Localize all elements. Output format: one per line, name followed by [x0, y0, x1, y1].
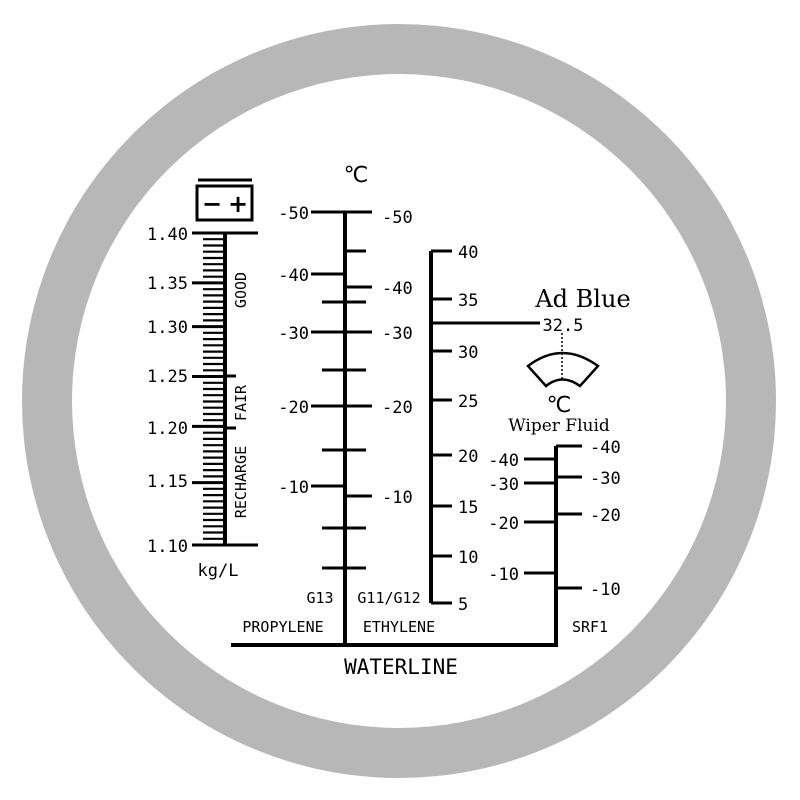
adblue-tick-label: 5: [458, 595, 468, 615]
battery-tick-label: 1.35: [147, 274, 188, 294]
battery-minor-ticks: [192, 238, 236, 540]
battery-tick-label: 1.20: [147, 419, 188, 439]
wiper-left-tick-label: -40: [488, 451, 519, 471]
g11-g12-tick-label: -30: [382, 324, 413, 344]
lens-field: [72, 74, 726, 728]
battery-tick-label: 1.10: [147, 537, 188, 557]
wiper-left-tick-label: -20: [488, 514, 519, 534]
battery-tick-label: 1.25: [147, 367, 188, 387]
adblue-tick-label: 30: [458, 343, 478, 363]
adblue-tick-label: 15: [458, 498, 478, 518]
battery-zone-good: GOOD: [232, 272, 250, 308]
coolant-unit-label: ℃: [344, 163, 369, 188]
coolant-ticks: [311, 210, 372, 570]
adblue-title: Ad Blue: [534, 285, 630, 313]
adblue-tick-labels: 40 35 30 25 20 15 10 5: [458, 243, 478, 615]
coolant-scale: ℃ -50 -40 -30 -20 -10 -50 -40 -: [242, 163, 435, 645]
wiper-right-tick-label: -40: [590, 438, 621, 458]
battery-unit-label: kg/L: [198, 561, 239, 581]
g13-name: G13: [306, 589, 333, 607]
wiper-fluid-scale: ℃ Wiper Fluid -40 -30 -20 -10 -40 -30 -2…: [488, 333, 621, 645]
wiper-right-tick-label: -20: [590, 506, 621, 526]
wiper-unit-label: ℃: [547, 393, 572, 418]
g11-g12-tick-label: -20: [382, 398, 413, 418]
coolant-right-labels: -50 -40 -30 -20 -10: [382, 208, 413, 508]
battery-icon: − +: [195, 178, 254, 222]
wiper-ticks: [524, 444, 582, 590]
wiper-right-tick-label: -30: [590, 469, 621, 489]
battery-tick-label: 1.40: [147, 225, 188, 245]
wiper-fluid-title: Wiper Fluid: [508, 416, 610, 436]
waterline-label: WATERLINE: [344, 655, 458, 679]
wiper-right-labels: -40 -30 -20 -10: [590, 438, 621, 600]
adblue-scale: 40 35 30 25 20 15 10 5 Ad Blue 32.5: [429, 243, 631, 615]
wiper-left-labels: -40 -30 -20 -10: [488, 451, 519, 585]
battery-minus-symbol: −: [202, 190, 222, 218]
g13-tick-label: -50: [278, 204, 309, 224]
g13-tick-label: -30: [278, 324, 309, 344]
adblue-marker-value: 32.5: [543, 316, 584, 336]
coolant-left-labels: -50 -40 -30 -20 -10: [278, 204, 309, 498]
battery-tick-label: 1.30: [147, 318, 188, 338]
adblue-tick-label: 35: [458, 291, 478, 311]
adblue-tick-label: 40: [458, 243, 478, 263]
srf1-label: SRF1: [572, 618, 608, 636]
adblue-tick-label: 10: [458, 548, 478, 568]
g11-g12-tick-label: -50: [382, 208, 413, 228]
ethylene-label: ETHYLENE: [363, 618, 435, 636]
windshield-wiper-icon: [526, 333, 600, 388]
adblue-tick-label: 25: [458, 392, 478, 412]
g11-g12-tick-label: -10: [382, 488, 413, 508]
adblue-tick-label: 20: [458, 447, 478, 467]
battery-zone-recharge: RECHARGE: [232, 446, 250, 518]
battery-scale: − + 1.40 1.35 1.30 1.25 1.20 1.15 1.10 G…: [147, 178, 258, 581]
battery-tick-label: 1.15: [147, 472, 188, 492]
g13-tick-label: -10: [278, 478, 309, 498]
wiper-left-tick-label: -10: [488, 565, 519, 585]
battery-tick-labels: 1.40 1.35 1.30 1.25 1.20 1.15 1.10: [147, 225, 188, 557]
wiper-left-tick-label: -30: [488, 475, 519, 495]
propylene-label: PROPYLENE: [242, 618, 323, 636]
g11-g12-tick-label: -40: [382, 279, 413, 299]
g11-g12-name: G11/G12: [357, 589, 420, 607]
battery-plus-symbol: +: [228, 190, 248, 218]
adblue-ticks: [431, 249, 452, 605]
battery-zone-fair: FAIR: [232, 384, 250, 421]
g13-tick-label: -20: [278, 398, 309, 418]
g13-tick-label: -40: [278, 266, 309, 286]
wiper-right-tick-label: -10: [590, 580, 621, 600]
